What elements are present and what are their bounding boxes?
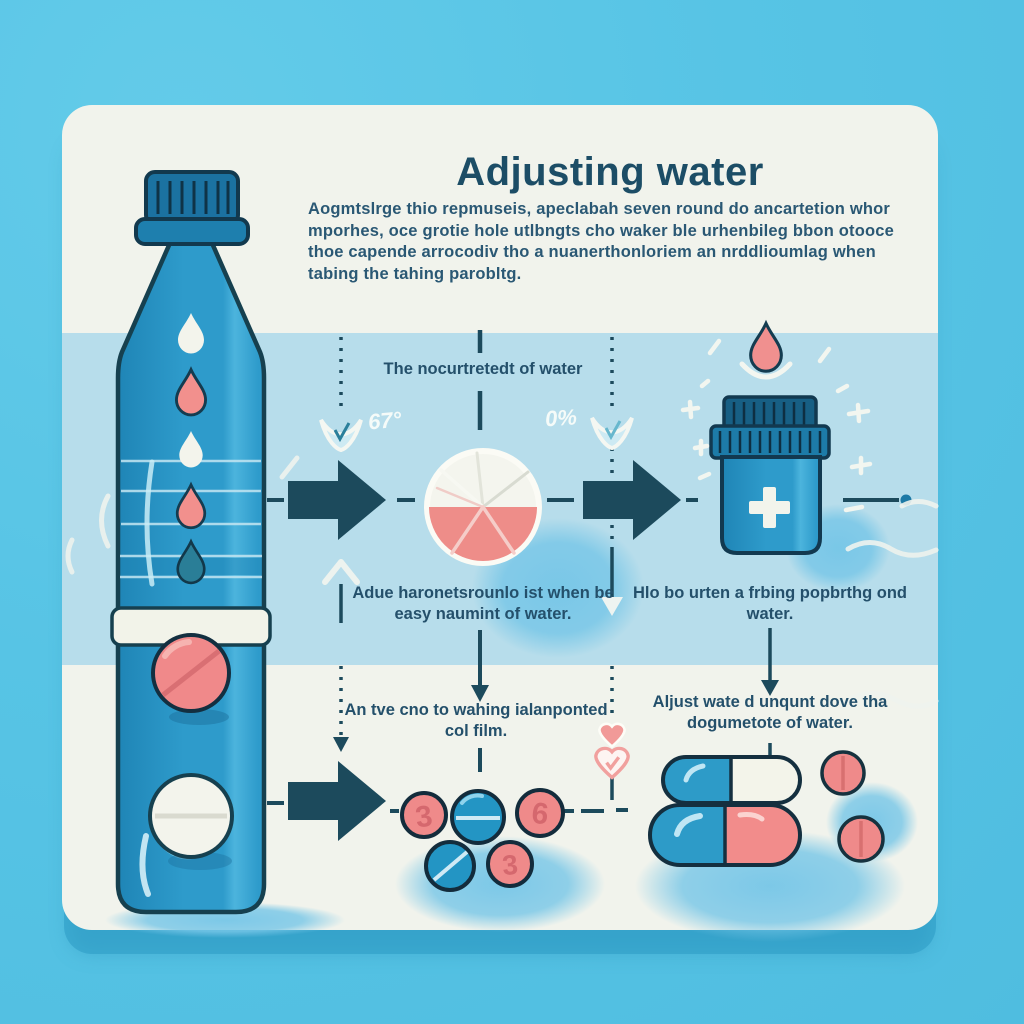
intro-paragraph: Aogmtslrge thio repmuseis, apeclabah sev… — [308, 200, 895, 283]
caption-dose-chart: Adue haronetsrounlo ist when be easy nau… — [352, 584, 614, 623]
caption-pill-bottle: Hlo bo urten a frbing popbrthg ond water… — [632, 584, 908, 623]
step-label-water: The nocurtretedt of water — [383, 360, 583, 378]
annotation-right: 0% — [544, 404, 578, 432]
caption-tablets: An tve cno to wahing ialanponted col fil… — [344, 701, 608, 740]
caption-capsules: Aljust wate d unqunt dove tha dogumetote… — [652, 693, 888, 732]
page-title: Adjusting water — [456, 150, 764, 194]
